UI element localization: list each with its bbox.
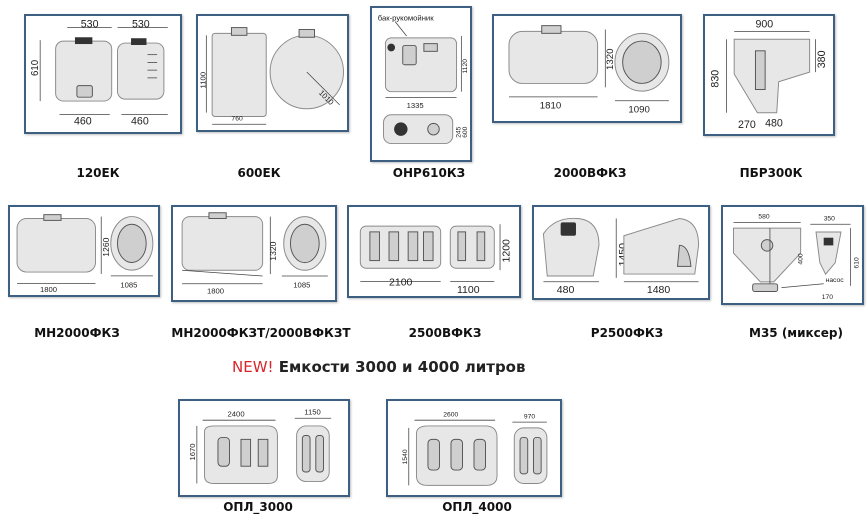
svg-text:1800: 1800	[207, 286, 224, 295]
svg-text:480: 480	[557, 284, 575, 296]
label-p2500fk3: Р2500ФКЗ	[590, 326, 664, 340]
svg-text:830: 830	[710, 70, 722, 88]
svg-text:бак-рукомойник: бак-рукомойник	[378, 14, 434, 23]
drawing-pbr300k: 900 830 380 270 480	[710, 19, 828, 132]
svg-text:380: 380	[816, 50, 828, 68]
label-mh2000fk3t: МН2000ФКЗТ/2000ВФКЗТ	[171, 326, 351, 340]
svg-text:1200: 1200	[501, 239, 513, 263]
heading-text: Емкости 3000 и 4000 литров	[273, 358, 526, 376]
drawing-m35: 580 350 400 610 насос 170	[732, 214, 860, 301]
svg-text:1320: 1320	[605, 49, 616, 70]
svg-text:1100: 1100	[198, 72, 207, 89]
label-600ek: 600ЕК	[237, 166, 281, 180]
svg-text:530: 530	[81, 19, 99, 31]
svg-text:1150: 1150	[304, 407, 320, 416]
svg-text:1260: 1260	[101, 237, 111, 256]
svg-text:350: 350	[824, 215, 835, 222]
svg-text:1085: 1085	[293, 281, 310, 290]
label-opl4000: ОПЛ_4000	[442, 500, 512, 514]
card-2500vfk3: 2100 1100 1200	[347, 205, 521, 298]
label-pbr300k: ПБР300К	[739, 166, 803, 180]
svg-text:2400: 2400	[228, 409, 245, 418]
drawing-opl4000: 2600 970 1540	[402, 411, 548, 486]
svg-text:460: 460	[74, 115, 92, 127]
drawing-mh2000fk3t: 1800 1320 1085	[181, 212, 328, 295]
svg-text:270: 270	[738, 119, 756, 131]
svg-text:насос: насос	[826, 277, 845, 284]
drawing-ohp610: бак-рукомойник 1120 1335 245 600	[378, 14, 469, 145]
new-tanks-heading: NEW! Емкости 3000 и 4000 литров	[232, 358, 525, 376]
svg-text:1120: 1120	[462, 59, 469, 74]
svg-text:600: 600	[462, 126, 469, 137]
svg-text:1320: 1320	[268, 241, 278, 260]
label-m35: М35 (миксер)	[749, 326, 843, 340]
svg-text:900: 900	[755, 19, 773, 31]
svg-text:1800: 1800	[40, 285, 57, 294]
svg-text:400: 400	[798, 253, 805, 264]
card-m35: 580 350 400 610 насос 170	[721, 205, 864, 305]
svg-text:1090: 1090	[628, 104, 649, 115]
label-2500vfk3: 2500ВФКЗ	[408, 326, 482, 340]
svg-text:1540: 1540	[402, 449, 409, 464]
svg-text:1670: 1670	[188, 443, 197, 460]
drawing-600ek: 1100 760 1010	[198, 27, 344, 125]
svg-text:970: 970	[524, 413, 535, 420]
svg-text:2600: 2600	[443, 411, 458, 418]
svg-text:580: 580	[758, 214, 769, 221]
svg-text:1480: 1480	[647, 284, 671, 296]
svg-text:1100: 1100	[457, 284, 480, 296]
card-opl3000: 2400 1150 1670	[178, 399, 350, 497]
drawing-mh2000fk3: 1800 1260 1085	[16, 214, 154, 294]
card-120ek: 530 530 610 460 460	[24, 14, 182, 134]
label-ohp610: ОНР610КЗ	[392, 166, 466, 180]
new-badge: NEW!	[232, 358, 274, 376]
drawing-p2500fk3: 480 1450 1480	[542, 217, 700, 296]
drawing-opl3000: 2400 1150 1670	[188, 407, 332, 484]
card-p2500fk3: 480 1450 1480	[532, 205, 710, 300]
svg-text:760: 760	[231, 115, 243, 122]
label-opl3000: ОПЛ_3000	[223, 500, 293, 514]
svg-text:1810: 1810	[540, 100, 561, 111]
drawing-2000vfk3: 1810 1320 1090	[508, 25, 670, 115]
drawing-2500vfk3: 2100 1100 1200	[359, 224, 513, 296]
svg-text:1085: 1085	[120, 280, 137, 289]
card-opl4000: 2600 970 1540	[386, 399, 562, 497]
card-600ek: 1100 760 1010	[196, 14, 349, 132]
svg-text:460: 460	[131, 115, 149, 127]
drawing-120ek: 530 530 610 460 460	[30, 19, 168, 127]
card-pbr300k: 900 830 380 270 480	[703, 14, 835, 136]
label-120ek: 120ЕК	[76, 166, 120, 180]
svg-text:245: 245	[455, 126, 462, 137]
svg-text:480: 480	[765, 117, 783, 129]
svg-text:170: 170	[822, 294, 833, 301]
card-mh2000fk3: 1800 1260 1085	[8, 205, 160, 297]
card-ohp610: бак-рукомойник 1120 1335 245 600	[370, 6, 472, 162]
card-mh2000fk3t: 1800 1320 1085	[171, 205, 337, 302]
label-mh2000fk3: МН2000ФКЗ	[34, 326, 120, 340]
label-2000vfk3: 2000ВФКЗ	[553, 166, 627, 180]
svg-text:610: 610	[30, 60, 41, 76]
card-2000vfk3: 1810 1320 1090	[492, 14, 682, 123]
svg-text:1335: 1335	[407, 101, 424, 110]
svg-text:610: 610	[853, 257, 860, 268]
svg-text:2100: 2100	[389, 276, 413, 288]
svg-text:530: 530	[132, 19, 150, 31]
